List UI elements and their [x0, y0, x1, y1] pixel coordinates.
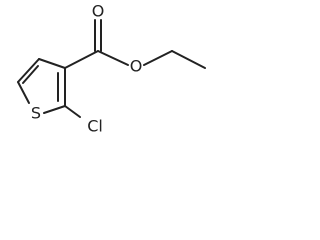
bond-ester-o-ch2	[143, 50, 173, 66]
bond-c4-c5-double	[22, 65, 39, 84]
bond-ch2-ch3	[171, 50, 206, 69]
bond-carbonyl-ester-o	[97, 50, 129, 66]
bond-c4-c5	[17, 58, 40, 83]
bond-s-c2	[43, 105, 66, 114]
bond-c2-cl	[64, 105, 81, 118]
atom-chlorine: Cl	[87, 117, 103, 136]
bond-c5-s	[17, 81, 30, 104]
atom-carbonyl-oxygen: O	[92, 2, 105, 21]
molecule-svg: O O S Cl	[17, 2, 206, 136]
structure-diagram: O O S Cl	[0, 0, 210, 144]
bond-c3-c4	[38, 58, 66, 69]
bond-c3-carbonyl	[64, 50, 99, 69]
atom-ester-oxygen: O	[130, 57, 143, 76]
atom-sulfur: S	[31, 104, 41, 123]
